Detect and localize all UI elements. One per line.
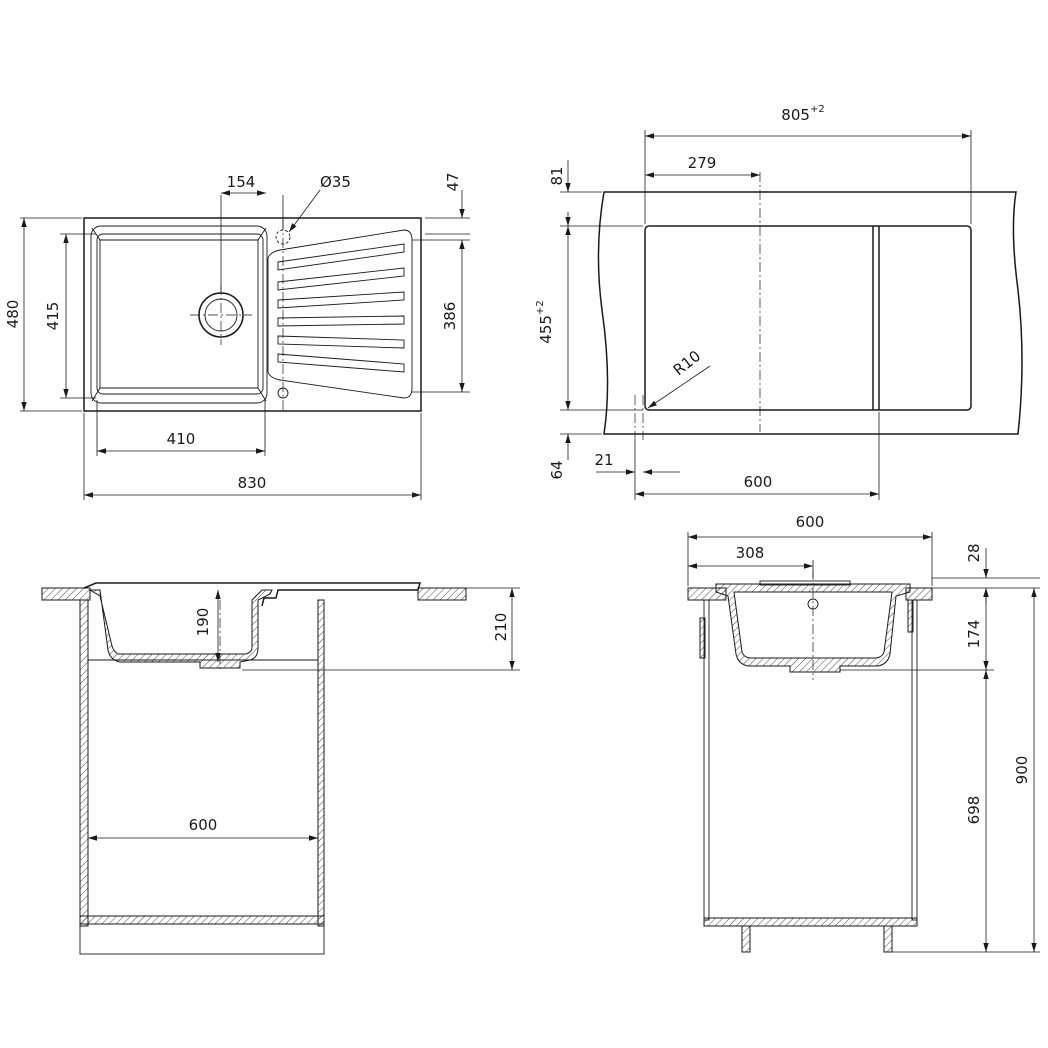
dim-front-cabinet-width: 600	[189, 816, 218, 834]
side-bowl-section	[715, 583, 911, 673]
side-cabinet-right	[911, 599, 918, 921]
dim-side-rim-height: 28	[965, 543, 983, 562]
bowl-inner	[91, 227, 267, 402]
dim-bowl-depth: 415	[44, 302, 62, 331]
drainer-outline	[267, 229, 413, 399]
plinth	[79, 923, 325, 955]
side-countertop-right	[905, 587, 933, 601]
side-section: 600 308 28 174 900 698	[687, 513, 1040, 953]
cutout-outline	[644, 225, 972, 411]
dim-bowl-width: 410	[167, 430, 196, 448]
dim-hole-diameter: Ø35	[320, 173, 351, 191]
dim-offset-top: 81	[548, 166, 566, 185]
dim-drainer-depth: 386	[441, 302, 459, 331]
dim-cutout-height: 455+2	[535, 300, 555, 343]
side-cabinet-bottom	[703, 917, 918, 927]
bowl-rim	[90, 225, 268, 404]
side-leg-right	[883, 925, 893, 953]
bowl-section	[88, 589, 273, 669]
sink-outline	[83, 217, 422, 412]
front-section: 190 210 600	[41, 582, 520, 955]
top-view: 154 Ø35 47 480 415 386 410 830	[4, 172, 470, 500]
dim-radius: R10	[670, 347, 704, 379]
countertop-right	[417, 587, 467, 601]
dim-side-total-height: 900	[1013, 756, 1031, 785]
dim-edge-gap: 47	[444, 172, 462, 191]
cabinet-right-wall	[317, 599, 325, 927]
countertop-left	[41, 587, 91, 601]
sink-rim-section	[83, 582, 421, 607]
drainer-ribs	[277, 243, 405, 373]
side-leg-left	[741, 925, 751, 953]
dim-cabinet-width-top: 600	[744, 473, 773, 491]
dim-offset-x: 279	[688, 154, 717, 172]
dim-side-hole-offset: 308	[736, 544, 765, 562]
dim-hole-offset: 154	[227, 173, 256, 191]
dim-side-cabinet-height: 698	[965, 796, 983, 825]
dim-front-total-depth: 210	[492, 613, 510, 642]
dim-front-bowl-depth: 190	[194, 608, 212, 637]
dim-side-width: 600	[796, 513, 825, 531]
dim-edge-offset: 21	[594, 451, 613, 469]
dim-offset-bottom: 64	[548, 460, 566, 479]
dim-depth-total: 480	[4, 300, 22, 329]
cabinet-bottom	[79, 915, 325, 925]
dim-side-bowl-depth: 174	[965, 620, 983, 649]
cutout-view: 805+2 279 81 455+2 R10 64 21 600	[535, 104, 1023, 500]
countertop-outline	[597, 191, 1023, 435]
cabinet-left-wall	[79, 599, 89, 927]
dim-cutout-width: 805+2	[781, 104, 824, 124]
dim-total-width: 830	[238, 474, 267, 492]
